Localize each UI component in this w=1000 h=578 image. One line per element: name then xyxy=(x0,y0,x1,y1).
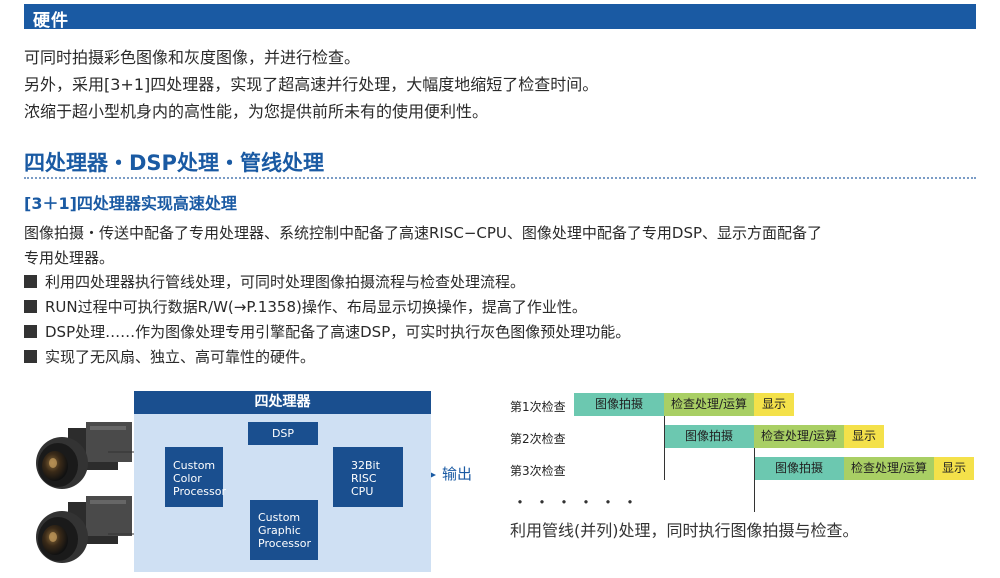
graphic-processor-label: Graphic xyxy=(258,524,301,537)
camera-icon xyxy=(36,496,132,563)
square-bullet-icon xyxy=(24,350,37,363)
square-bullet-icon xyxy=(24,325,37,338)
check-cell: 检查处理/运算 xyxy=(754,425,844,448)
color-processor-label: Processor xyxy=(173,485,226,498)
timeline-divider xyxy=(664,416,665,480)
risc-cpu-label: RISC xyxy=(351,472,377,485)
display-cell: 显示 xyxy=(934,457,974,480)
check-cell: 检查处理/运算 xyxy=(844,457,934,480)
timeline-row-label: 第3次检查 xyxy=(510,464,566,478)
square-bullet-icon xyxy=(24,275,37,288)
color-processor-label: Color xyxy=(173,472,202,485)
graphic-processor-label: Processor xyxy=(258,537,311,550)
bullet-text: 实现了无风扇、独立、高可靠性的硬件。 xyxy=(45,348,316,366)
desc-line-1: 图像拍摄・传送中配备了专用处理器、系统控制中配备了高速RISC−CPU、图像处理… xyxy=(24,224,823,242)
color-processor-label: Custom xyxy=(173,459,216,472)
intro-line-3: 浓缩于超小型机身内的高性能，为您提供前所未有的使用便利性。 xyxy=(24,102,489,121)
risc-cpu-label: CPU xyxy=(351,485,374,498)
graphic-processor-box: Custom Graphic Processor xyxy=(250,500,318,560)
bullet-item: 实现了无风扇、独立、高可靠性的硬件。 xyxy=(24,346,315,367)
timeline-row-label: 第1次检查 xyxy=(510,400,566,414)
intro-line-1: 可同时拍摄彩色图像和灰度图像，并进行检查。 xyxy=(24,48,361,67)
square-bullet-icon xyxy=(24,300,37,313)
desc-line-2: 专用处理器。 xyxy=(24,249,115,267)
check-cell: 检查处理/运算 xyxy=(664,393,754,416)
capture-cell: 图像拍摄 xyxy=(664,425,754,448)
color-processor-box: Custom Color Processor xyxy=(165,447,226,507)
bullet-item: RUN过程中可执行数据R/W(→P.1358)操作、布局显示切换操作，提高了作业… xyxy=(24,296,587,317)
camera-icon xyxy=(36,422,132,489)
bullet-text: RUN过程中可执行数据R/W(→P.1358)操作、布局显示切换操作，提高了作业… xyxy=(45,298,587,316)
bullet-text: DSP处理……作为图像处理专用引擎配备了高速DSP，可实时执行灰色图像预处理功能… xyxy=(45,323,631,341)
timeline-ellipsis: ・・・・・・ xyxy=(512,493,645,512)
risc-cpu-label: 32Bit xyxy=(351,459,380,472)
timeline-divider xyxy=(754,448,755,512)
capture-cell: 图像拍摄 xyxy=(574,393,664,416)
bullet-text: 利用四处理器执行管线处理，可同时处理图像拍摄流程与检查处理流程。 xyxy=(45,273,526,291)
dsp-box: DSP xyxy=(248,422,318,445)
bullet-item: DSP处理……作为图像处理专用引擎配备了高速DSP，可实时执行灰色图像预处理功能… xyxy=(24,321,630,342)
dotted-divider xyxy=(24,177,976,179)
timeline-caption: 利用管线(并列)处理，同时执行图像拍摄与检查。 xyxy=(510,521,859,540)
section-title: 四处理器・DSP处理・管线处理 xyxy=(24,151,324,175)
graphic-processor-label: Custom xyxy=(258,511,301,524)
section-header-bar: 硬件 xyxy=(24,4,976,31)
display-cell: 显示 xyxy=(754,393,794,416)
intro-line-2: 另外，采用[3+1]四处理器，实现了超高速并行处理，大幅度地缩短了检查时间。 xyxy=(24,75,599,94)
diagram-title: 四处理器 xyxy=(134,391,431,414)
bullet-item: 利用四处理器执行管线处理，可同时处理图像拍摄流程与检查处理流程。 xyxy=(24,271,525,292)
display-cell: 显示 xyxy=(844,425,884,448)
section-header-title: 硬件 xyxy=(33,11,69,31)
section-subtitle: [3＋1]四处理器实现高速处理 xyxy=(24,194,237,213)
risc-cpu-box: 32Bit RISC CPU xyxy=(333,447,403,507)
timeline-row-label: 第2次检查 xyxy=(510,432,566,446)
capture-cell: 图像拍摄 xyxy=(754,457,844,480)
output-label: 输出 xyxy=(442,465,473,483)
